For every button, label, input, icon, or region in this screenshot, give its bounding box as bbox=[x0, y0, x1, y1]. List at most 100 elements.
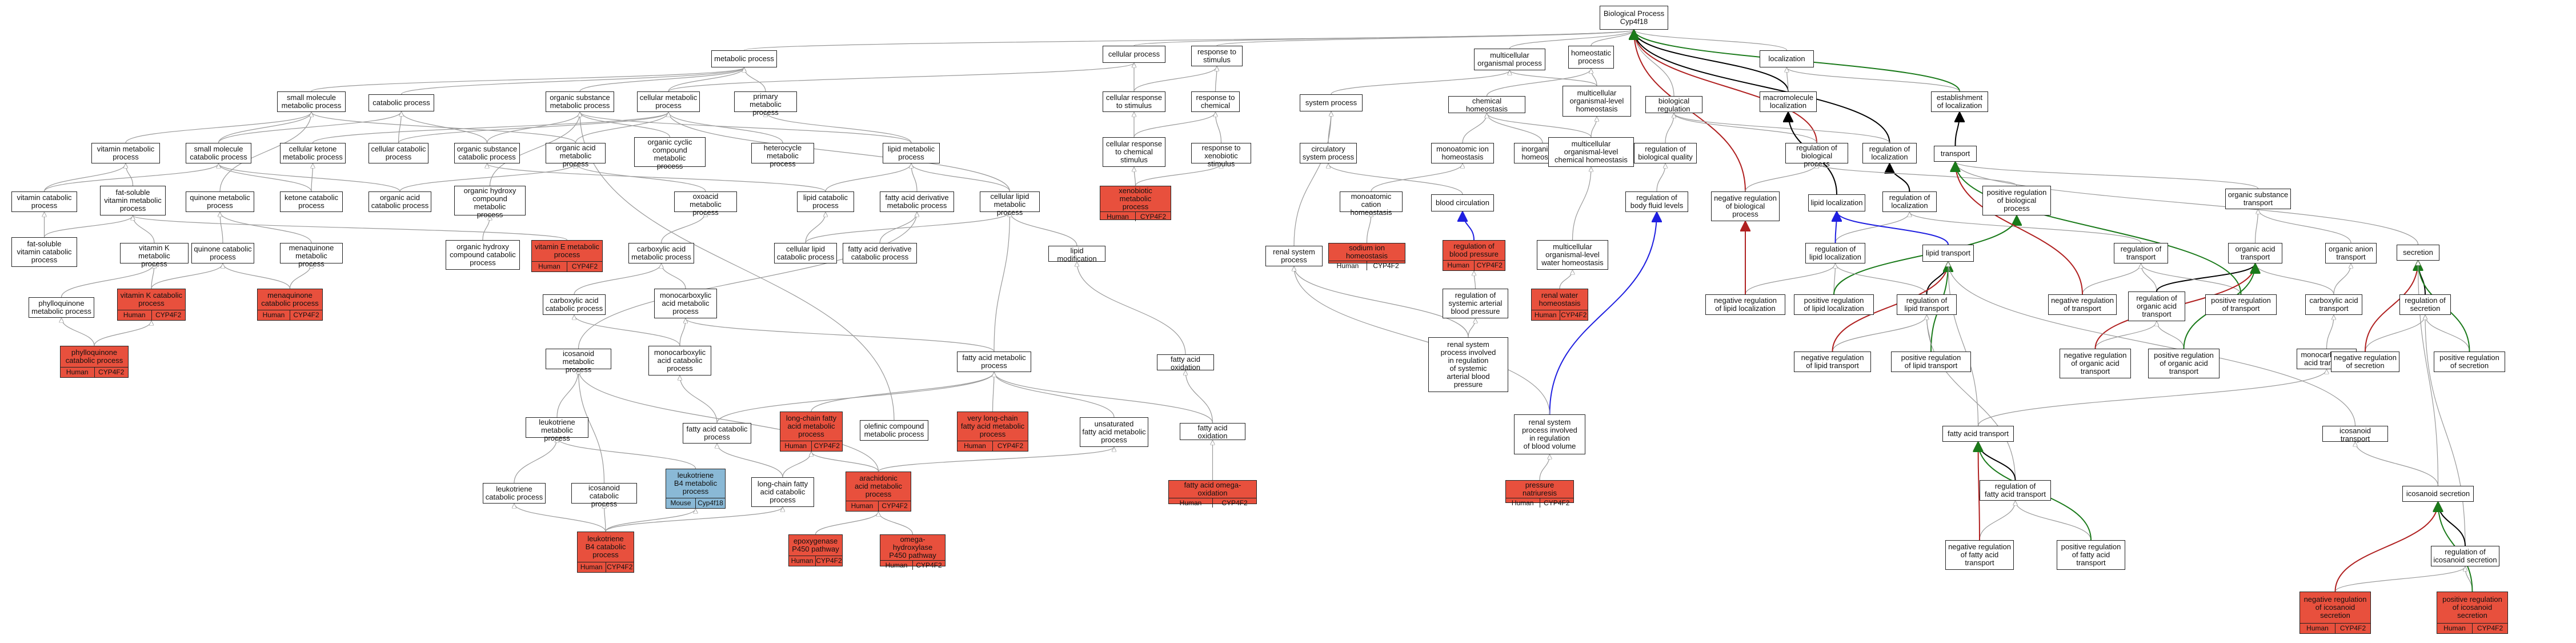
go-term-org-hydroxy-met[interactable]: organic hydroxy compound metabolic proce… bbox=[454, 186, 526, 219]
go-term-fat-sol-vit-met[interactable]: fat-soluble vitamin metabolic process bbox=[100, 186, 166, 215]
go-term-leukotriene-cat[interactable]: leukotriene catabolic process bbox=[483, 483, 546, 504]
go-term-monocarboxylic-met[interactable]: monocarboxylic acid metabolic process bbox=[654, 289, 717, 318]
go-term-pos-reg-lipid-transport[interactable]: positive regulation of lipid transport bbox=[1891, 352, 1971, 372]
go-term-leukotriene-met[interactable]: leukotriene metabolic process bbox=[526, 417, 588, 442]
go-term-reg-transport[interactable]: regulation of transport bbox=[2114, 243, 2168, 263]
go-term-prim-met[interactable]: primary metabolic process bbox=[734, 91, 797, 117]
go-term-multi-water-homeo[interactable]: multicellular organismal-level water hom… bbox=[1537, 240, 1608, 270]
go-term-neg-reg-transport[interactable]: negative regulation of transport bbox=[2048, 294, 2117, 315]
go-term-reg-body-fluid[interactable]: regulation of body fluid levels bbox=[1625, 191, 1688, 212]
go-term-reg-bio-qual[interactable]: regulation of biological quality bbox=[1634, 143, 1697, 163]
go-term-localization[interactable]: localization bbox=[1760, 50, 1814, 67]
go-term-renal-sys[interactable]: renal system process bbox=[1265, 246, 1323, 266]
go-term-pos-reg-icosanoid-secretion[interactable]: positive regulation of icosanoid secreti… bbox=[2437, 592, 2508, 634]
go-term-resp-chem[interactable]: response to chemical bbox=[1191, 91, 1240, 112]
go-term-quinone-met[interactable]: quinone metabolic process bbox=[186, 191, 254, 212]
go-term-small-mol-met[interactable]: small molecule metabolic process bbox=[277, 91, 346, 112]
go-term-fa-cat[interactable]: fatty acid catabolic process bbox=[683, 423, 751, 444]
go-term-lipid-mod[interactable]: lipid modification bbox=[1048, 246, 1105, 263]
go-term-fa-deriv-met[interactable]: fatty acid derivative metabolic process bbox=[880, 191, 954, 212]
go-term-multi-org-water[interactable]: multicellular organismal-level chemical … bbox=[1548, 137, 1634, 167]
go-term-fa-transport[interactable]: fatty acid transport bbox=[1942, 426, 2014, 442]
go-term-bio-reg[interactable]: biological regulation bbox=[1645, 96, 1702, 113]
go-term-macro-loc[interactable]: macromolecule localization bbox=[1760, 91, 1817, 112]
go-term-secretion[interactable]: secretion bbox=[2397, 245, 2439, 261]
go-term-reg-fa-transport[interactable]: regulation of fatty acid transport bbox=[1980, 480, 2051, 501]
go-term-vlc-fa-met[interactable]: very long-chain fatty acid metabolic pro… bbox=[957, 412, 1028, 452]
go-term-neg-reg-org-acid-transport[interactable]: negative regulation of organic acid tran… bbox=[2060, 349, 2131, 378]
go-term-unsat-fa-met[interactable]: unsaturated fatty acid metabolic process bbox=[1080, 417, 1148, 447]
go-term-fa-met[interactable]: fatty acid metabolic process bbox=[957, 352, 1031, 372]
go-term-cell-lipid-cat[interactable]: cellular lipid catabolic process bbox=[774, 243, 837, 263]
go-term-pos-reg-lipid-loc[interactable]: positive regulation of lipid localizatio… bbox=[1794, 294, 1874, 315]
go-term-quinone-cat[interactable]: quinone catabolic process bbox=[191, 243, 254, 263]
go-term-transport[interactable]: transport bbox=[1934, 146, 1977, 162]
go-term-organic-acid-transport[interactable]: organic acid transport bbox=[2228, 243, 2282, 263]
go-term-org-sub-cat[interactable]: organic substance catabolic process bbox=[454, 143, 520, 163]
go-term-renal-involved-bp[interactable]: renal system process involved in regulat… bbox=[1428, 337, 1508, 392]
go-term-resp-xeno[interactable]: response to xenobiotic stimulus bbox=[1191, 143, 1251, 168]
go-term-lipid-met[interactable]: lipid metabolic process bbox=[883, 143, 940, 163]
go-term-cell-cat[interactable]: cellular catabolic process bbox=[368, 143, 428, 163]
go-term-pos-reg-secretion[interactable]: positive regulation of secretion bbox=[2434, 352, 2505, 372]
go-term-reg-loc[interactable]: regulation of localization bbox=[1862, 143, 1917, 163]
go-term-estab-loc[interactable]: establishment of localization bbox=[1931, 91, 1988, 112]
go-term-bp[interactable]: Biological Process Cyp4f18 bbox=[1600, 6, 1668, 30]
go-term-mono-cation-homeo[interactable]: monoatomic cation homeostasis bbox=[1340, 191, 1403, 217]
go-term-icosanoid-transport[interactable]: icosanoid transport bbox=[2322, 426, 2388, 443]
go-term-lipid-cat[interactable]: lipid catabolic process bbox=[797, 191, 854, 212]
go-term-org-cyclic[interactable]: organic cyclic compound metabolic proces… bbox=[634, 137, 706, 170]
go-term-reg-loc2[interactable]: regulation of localization bbox=[1882, 191, 1937, 212]
go-term-metabolic[interactable]: metabolic process bbox=[711, 50, 777, 67]
go-term-cell-resp-chem[interactable]: cellular response to chemical stimulus bbox=[1103, 137, 1165, 167]
go-term-reg-lipid-transport[interactable]: regulation of lipid transport bbox=[1897, 294, 1957, 315]
go-term-reg-bio[interactable]: regulation of biological process bbox=[1785, 143, 1848, 168]
go-term-blood-circ[interactable]: blood circulation bbox=[1431, 194, 1494, 211]
go-term-lc-fa-cat[interactable]: long-chain fatty acid catabolic process bbox=[751, 477, 814, 507]
go-term-pos-reg-transport[interactable]: positive regulation of transport bbox=[2205, 294, 2277, 315]
go-term-lipid-transport[interactable]: lipid transport bbox=[1922, 245, 1974, 262]
go-term-cell-lipid-met[interactable]: cellular lipid metabolic process bbox=[980, 191, 1040, 217]
go-term-heterocycle[interactable]: heterocycle metabolic process bbox=[751, 143, 814, 168]
go-term-vit-met[interactable]: vitamin metabolic process bbox=[91, 143, 160, 163]
go-term-multi-org[interactable]: multicellular organismal process bbox=[1474, 49, 1545, 70]
go-term-pos-reg-org-acid-transport[interactable]: positive regulation of organic acid tran… bbox=[2148, 349, 2220, 378]
go-term-neg-reg-secretion[interactable]: negative regulation of secretion bbox=[2331, 352, 2399, 372]
go-term-fat-sol-vit-cat[interactable]: fat-soluble vitamin catabolic process bbox=[11, 237, 77, 267]
go-term-small-mol-cat[interactable]: small molecule catabolic process bbox=[186, 143, 251, 163]
go-term-org-acid-met[interactable]: organic acid metabolic process bbox=[546, 143, 606, 168]
go-term-neg-reg-fa-transport[interactable]: negative regulation of fatty acid transp… bbox=[1945, 540, 2014, 570]
go-term-chem-homeo[interactable]: chemical homeostasis bbox=[1448, 96, 1525, 113]
go-term-monocarboxylic-cat[interactable]: monocarboxylic acid catabolic process bbox=[648, 346, 711, 376]
go-term-phylloquinone-met[interactable]: phylloquinone metabolic process bbox=[29, 297, 94, 318]
go-term-oxoacid-met[interactable]: oxoacid metabolic process bbox=[674, 191, 737, 217]
go-term-carboxylic-met[interactable]: carboxylic acid metabolic process bbox=[628, 243, 694, 263]
go-term-neg-reg-lipid-loc[interactable]: negative regulation of lipid localizatio… bbox=[1705, 294, 1785, 315]
go-term-cell-resp-stim[interactable]: cellular response to stimulus bbox=[1103, 91, 1165, 112]
go-term-icosanoid-cat[interactable]: icosanoid catabolic process bbox=[571, 483, 637, 508]
go-term-fa-oxidation-top[interactable]: fatty acid oxidation bbox=[1157, 354, 1214, 372]
go-term-org-sub-transport[interactable]: organic substance transport bbox=[2225, 189, 2291, 209]
go-term-pos-reg-bio[interactable]: positive regulation of biological proces… bbox=[1982, 186, 2051, 215]
go-term-reg-sys-arterial[interactable]: regulation of systemic arterial blood pr… bbox=[1443, 289, 1508, 318]
go-term-resp-stim[interactable]: response to stimulus bbox=[1191, 46, 1243, 66]
go-term-menaquinone-met[interactable]: menaquinone metabolic process bbox=[280, 243, 343, 268]
go-term-fa-oxidation[interactable]: fatty acid oxidation bbox=[1180, 423, 1245, 440]
go-term-neg-reg-bio[interactable]: negative regulation of biological proces… bbox=[1711, 191, 1780, 221]
go-term-cell-met[interactable]: cellular metabolic process bbox=[637, 91, 700, 112]
go-term-neg-reg-lipid-transport[interactable]: negative regulation of lipid transport bbox=[1794, 352, 1871, 372]
